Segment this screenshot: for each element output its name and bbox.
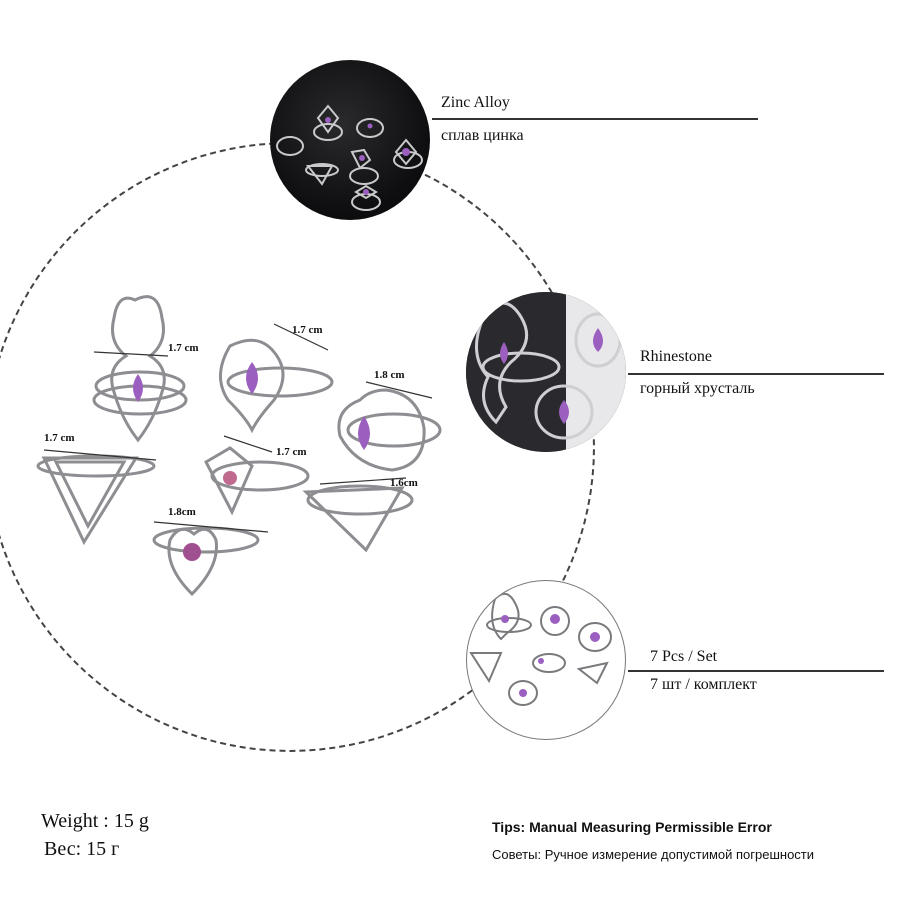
rhinestone-photo	[466, 292, 626, 452]
measure-ring-1: 1.7 cm	[168, 342, 199, 354]
measure-ring-2: 1.7 cm	[292, 324, 323, 336]
zinc-alloy-underline	[432, 118, 758, 120]
measure-ring-3: 1.8 cm	[374, 369, 405, 381]
tips-title: Tips: Manual Measuring Permissible Error	[492, 819, 772, 835]
tips-subtitle: Советы: Ручное измерение допустимой погр…	[492, 847, 815, 862]
zinc-alloy-label-ru: сплав цинка	[441, 127, 524, 144]
measure-ring-7: 1.8cm	[168, 506, 196, 518]
measure-ring-6: 1.6cm	[390, 477, 418, 489]
weight-label-ru: Вес: 15 г	[44, 838, 120, 860]
set-photo	[466, 580, 626, 740]
weight-label: Weight : 15 g	[41, 810, 149, 832]
measure-ring-4: 1.7 cm	[44, 432, 75, 444]
measure-ring-5: 1.7 cm	[276, 446, 307, 458]
rings-illustration	[36, 295, 442, 597]
rhinestone-label-ru: горный хрусталь	[640, 380, 755, 397]
set-underline	[628, 670, 884, 672]
zinc-alloy-photo	[270, 60, 430, 220]
rhinestone-label: Rhinestone	[640, 348, 712, 365]
set-label-ru: 7 шт / комплект	[650, 676, 757, 693]
zinc-alloy-label: Zinc Alloy	[441, 94, 510, 111]
set-label: 7 Pcs / Set	[650, 648, 718, 665]
rhinestone-underline	[628, 373, 884, 375]
